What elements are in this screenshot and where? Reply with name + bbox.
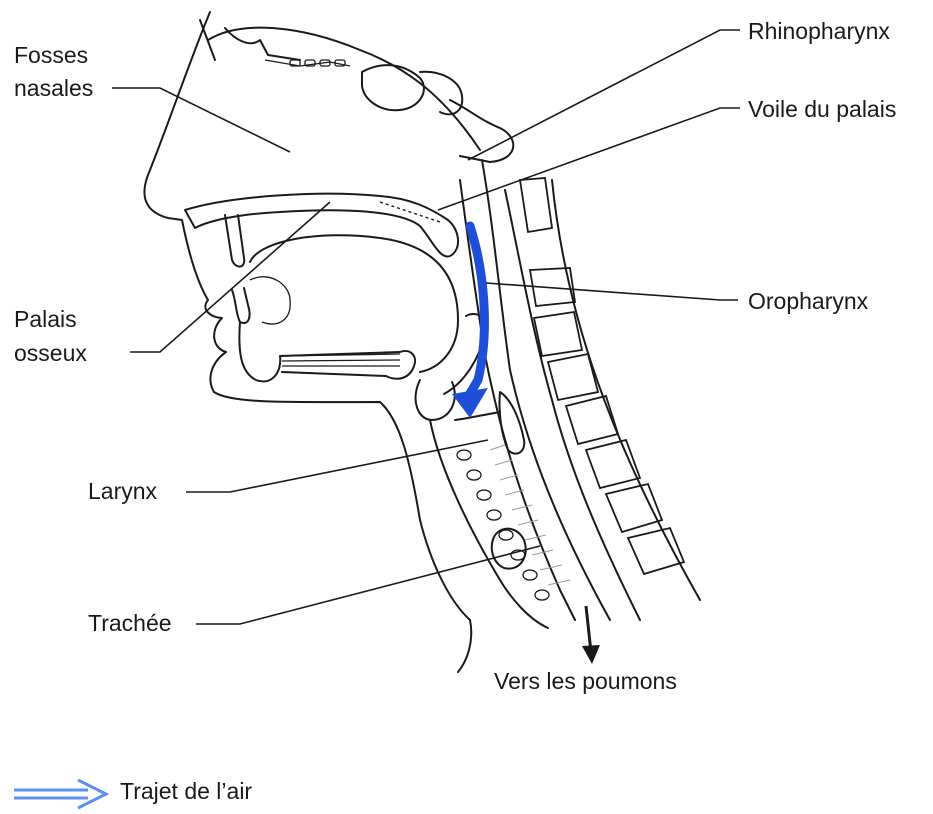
turbinate-1 [362, 65, 424, 110]
leader-voile [438, 108, 740, 210]
label-trachee: Trachée [88, 608, 172, 638]
thyroid-gland [492, 529, 526, 569]
label-vers-poumons: Vers les poumons [494, 666, 677, 696]
legend-arrow-icon [14, 780, 106, 808]
air-flow-arrowhead [452, 388, 488, 418]
label-palais-line2: osseux [14, 338, 87, 368]
face-profile [144, 12, 471, 672]
label-rhinopharynx: Rhinopharynx [748, 16, 890, 46]
turbinate-2 [420, 72, 462, 115]
leader-palais [130, 202, 330, 352]
nasal-septum [265, 60, 350, 66]
label-voile: Voile du palais [748, 94, 896, 124]
upper-teeth [225, 215, 244, 267]
label-fosses-line1: Fosses [14, 40, 88, 70]
leader-oropharynx [486, 283, 738, 300]
tongue-inner [250, 277, 290, 324]
arytenoid [499, 392, 524, 454]
label-larynx: Larynx [88, 476, 157, 506]
muscle-fibers [282, 354, 400, 366]
legend-label: Trajet de l’air [120, 776, 252, 806]
lower-teeth [232, 288, 250, 323]
leader-trachee [196, 546, 540, 624]
trachea-rings [457, 450, 549, 600]
leader-rhinopharynx [468, 30, 740, 160]
thyroid-cartilage [416, 380, 455, 420]
nasal-bone [200, 20, 300, 60]
leader-fosses [112, 88, 290, 152]
label-palais-line1: Palais [14, 304, 77, 334]
label-fosses-line2: nasales [14, 73, 93, 103]
mandible [239, 322, 415, 381]
soft-palate-dots [380, 202, 440, 222]
label-oropharynx: Oropharynx [748, 286, 868, 316]
down-arrow-icon [582, 606, 600, 664]
tongue [250, 235, 458, 372]
vocal-cords [455, 412, 500, 420]
trachea-front [430, 420, 548, 628]
